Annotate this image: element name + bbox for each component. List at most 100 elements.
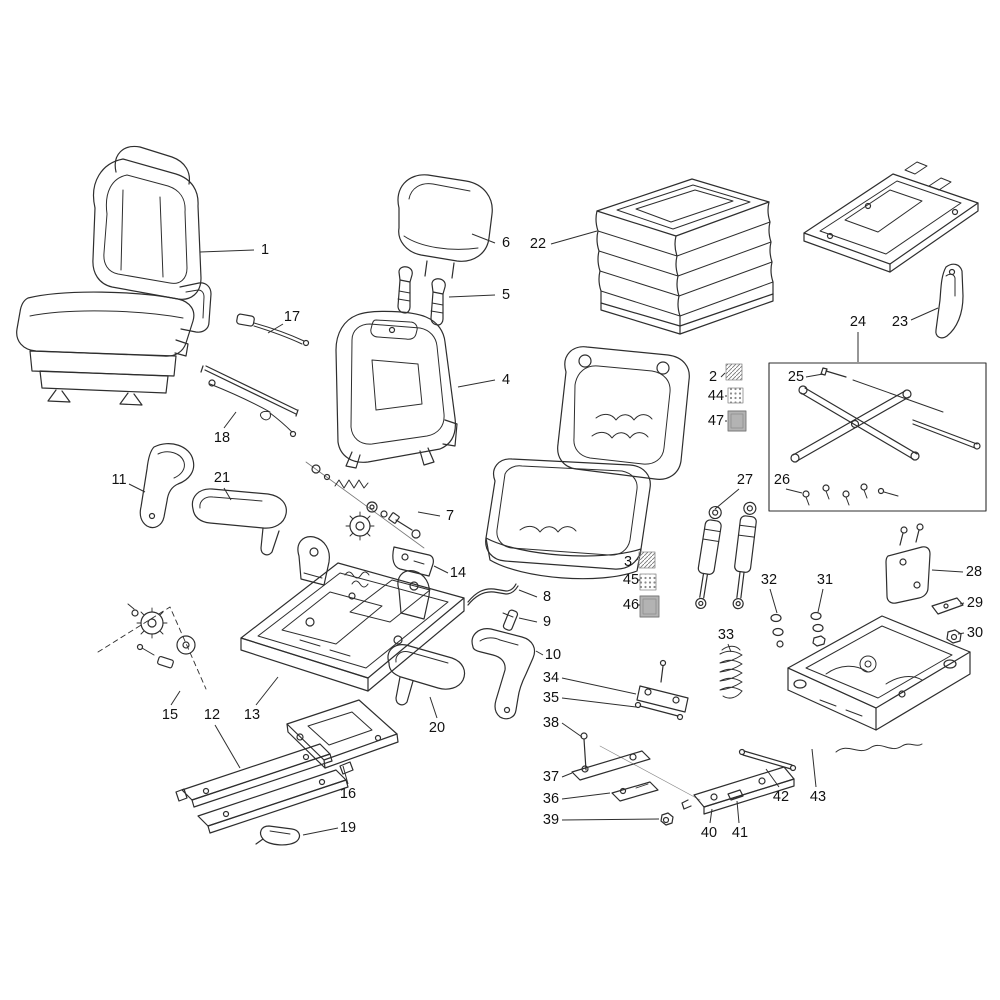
callout-44: 44 [707, 387, 725, 404]
callout-10: 10 [544, 646, 562, 663]
callout-14: 14 [449, 564, 467, 581]
callout-11: 11 [111, 471, 127, 488]
callout-4: 4 [501, 371, 511, 388]
part-28-bracket [885, 523, 931, 604]
leader-line-41 [736, 800, 740, 824]
part-6-headrest [397, 174, 493, 279]
part-46-fabric-sample [639, 595, 660, 618]
leader-line-27 [714, 488, 740, 510]
leader-line-34 [561, 677, 637, 695]
leader-line-32 [769, 588, 778, 614]
part-drawings [16, 145, 987, 846]
part-9-sleeve [502, 609, 519, 631]
part-31-washers [810, 611, 826, 647]
callout-39: 39 [542, 811, 560, 828]
part-24-linkage-group [768, 362, 987, 512]
leader-line-4 [457, 379, 496, 388]
callout-34: 34 [542, 669, 560, 686]
callout-6: 6 [501, 234, 511, 251]
callout-32: 32 [760, 571, 778, 588]
leader-line-37 [561, 772, 573, 778]
part-15-group [97, 603, 207, 690]
part-43-base-frame [787, 615, 971, 731]
leader-line-19 [302, 827, 339, 836]
callout-17: 17 [283, 308, 301, 325]
callout-16: 16 [339, 785, 357, 802]
callout-7: 7 [445, 507, 455, 524]
leader-line-9 [518, 617, 538, 623]
part-7-fasteners [305, 461, 425, 549]
callout-41: 41 [731, 824, 749, 841]
part-18-rods [200, 365, 299, 438]
callout-38: 38 [542, 714, 560, 731]
leader-line-15 [170, 690, 181, 706]
part-22-bellows [595, 178, 774, 335]
callout-27: 27 [736, 471, 754, 488]
part-20-armrest [387, 644, 466, 706]
callout-5: 5 [501, 286, 511, 303]
leader-line-6 [471, 233, 496, 244]
leader-line-1 [199, 249, 255, 253]
callout-46: 46 [622, 596, 640, 613]
part-16-plate [286, 699, 399, 769]
leader-line-3 [634, 558, 639, 562]
part-40-41-rail [681, 766, 795, 815]
callout-18: 18 [213, 429, 231, 446]
part-30-nut [946, 629, 962, 644]
callout-1: 1 [260, 241, 270, 258]
part-2-fabric-sample [725, 363, 743, 381]
leader-line-5 [448, 294, 496, 298]
callout-35: 35 [542, 689, 560, 706]
callout-42: 42 [772, 788, 790, 805]
part-13-seat-frame [240, 536, 465, 692]
part-45-fabric-sample [639, 573, 657, 591]
callout-3: 3 [623, 553, 633, 570]
leader-line-2 [720, 372, 726, 378]
part-37-bar [571, 750, 651, 781]
part-42-rod [738, 748, 797, 772]
part-27-shocks [695, 501, 757, 610]
part-seat-base-panel [803, 161, 979, 273]
part-39-nut [660, 812, 674, 826]
leader-line-25 [805, 373, 824, 378]
leader-line-10 [535, 650, 544, 656]
part-4-backrest-frame [335, 310, 458, 469]
callout-45: 45 [622, 571, 640, 588]
callout-33: 33 [717, 626, 735, 643]
part-29-plate [931, 597, 964, 615]
part-32-washers [770, 613, 784, 648]
leader-line-13 [255, 676, 279, 706]
callout-22: 22 [529, 235, 547, 252]
leader-lines [128, 230, 965, 836]
callout-43: 43 [809, 788, 827, 805]
leader-line-23 [910, 307, 939, 321]
leader-line-8 [518, 589, 538, 598]
leader-line-39 [561, 818, 660, 821]
part-44-fabric-sample [727, 387, 744, 404]
callout-2: 2 [708, 368, 718, 385]
leader-line-26 [785, 488, 803, 494]
callout-29: 29 [966, 594, 984, 611]
leader-line-17 [267, 323, 284, 334]
leader-line-11 [128, 483, 146, 493]
callout-15: 15 [161, 706, 179, 723]
callout-8: 8 [542, 588, 552, 605]
callout-21: 21 [213, 469, 231, 486]
part-21-armrest [191, 488, 287, 556]
part-10-armrest [471, 628, 536, 720]
part-11-armrest [139, 443, 195, 529]
callout-23: 23 [891, 313, 909, 330]
part-14-bracket [392, 546, 434, 577]
leader-line-20 [429, 696, 438, 719]
leader-line-30 [957, 632, 965, 635]
callout-40: 40 [700, 824, 718, 841]
callout-19: 19 [339, 819, 357, 836]
part-47-fabric-sample [727, 410, 747, 432]
part-23-bracket [935, 263, 964, 339]
part-backrest-cushion [557, 346, 690, 480]
leader-line-7 [417, 511, 441, 517]
callout-31: 31 [816, 571, 834, 588]
